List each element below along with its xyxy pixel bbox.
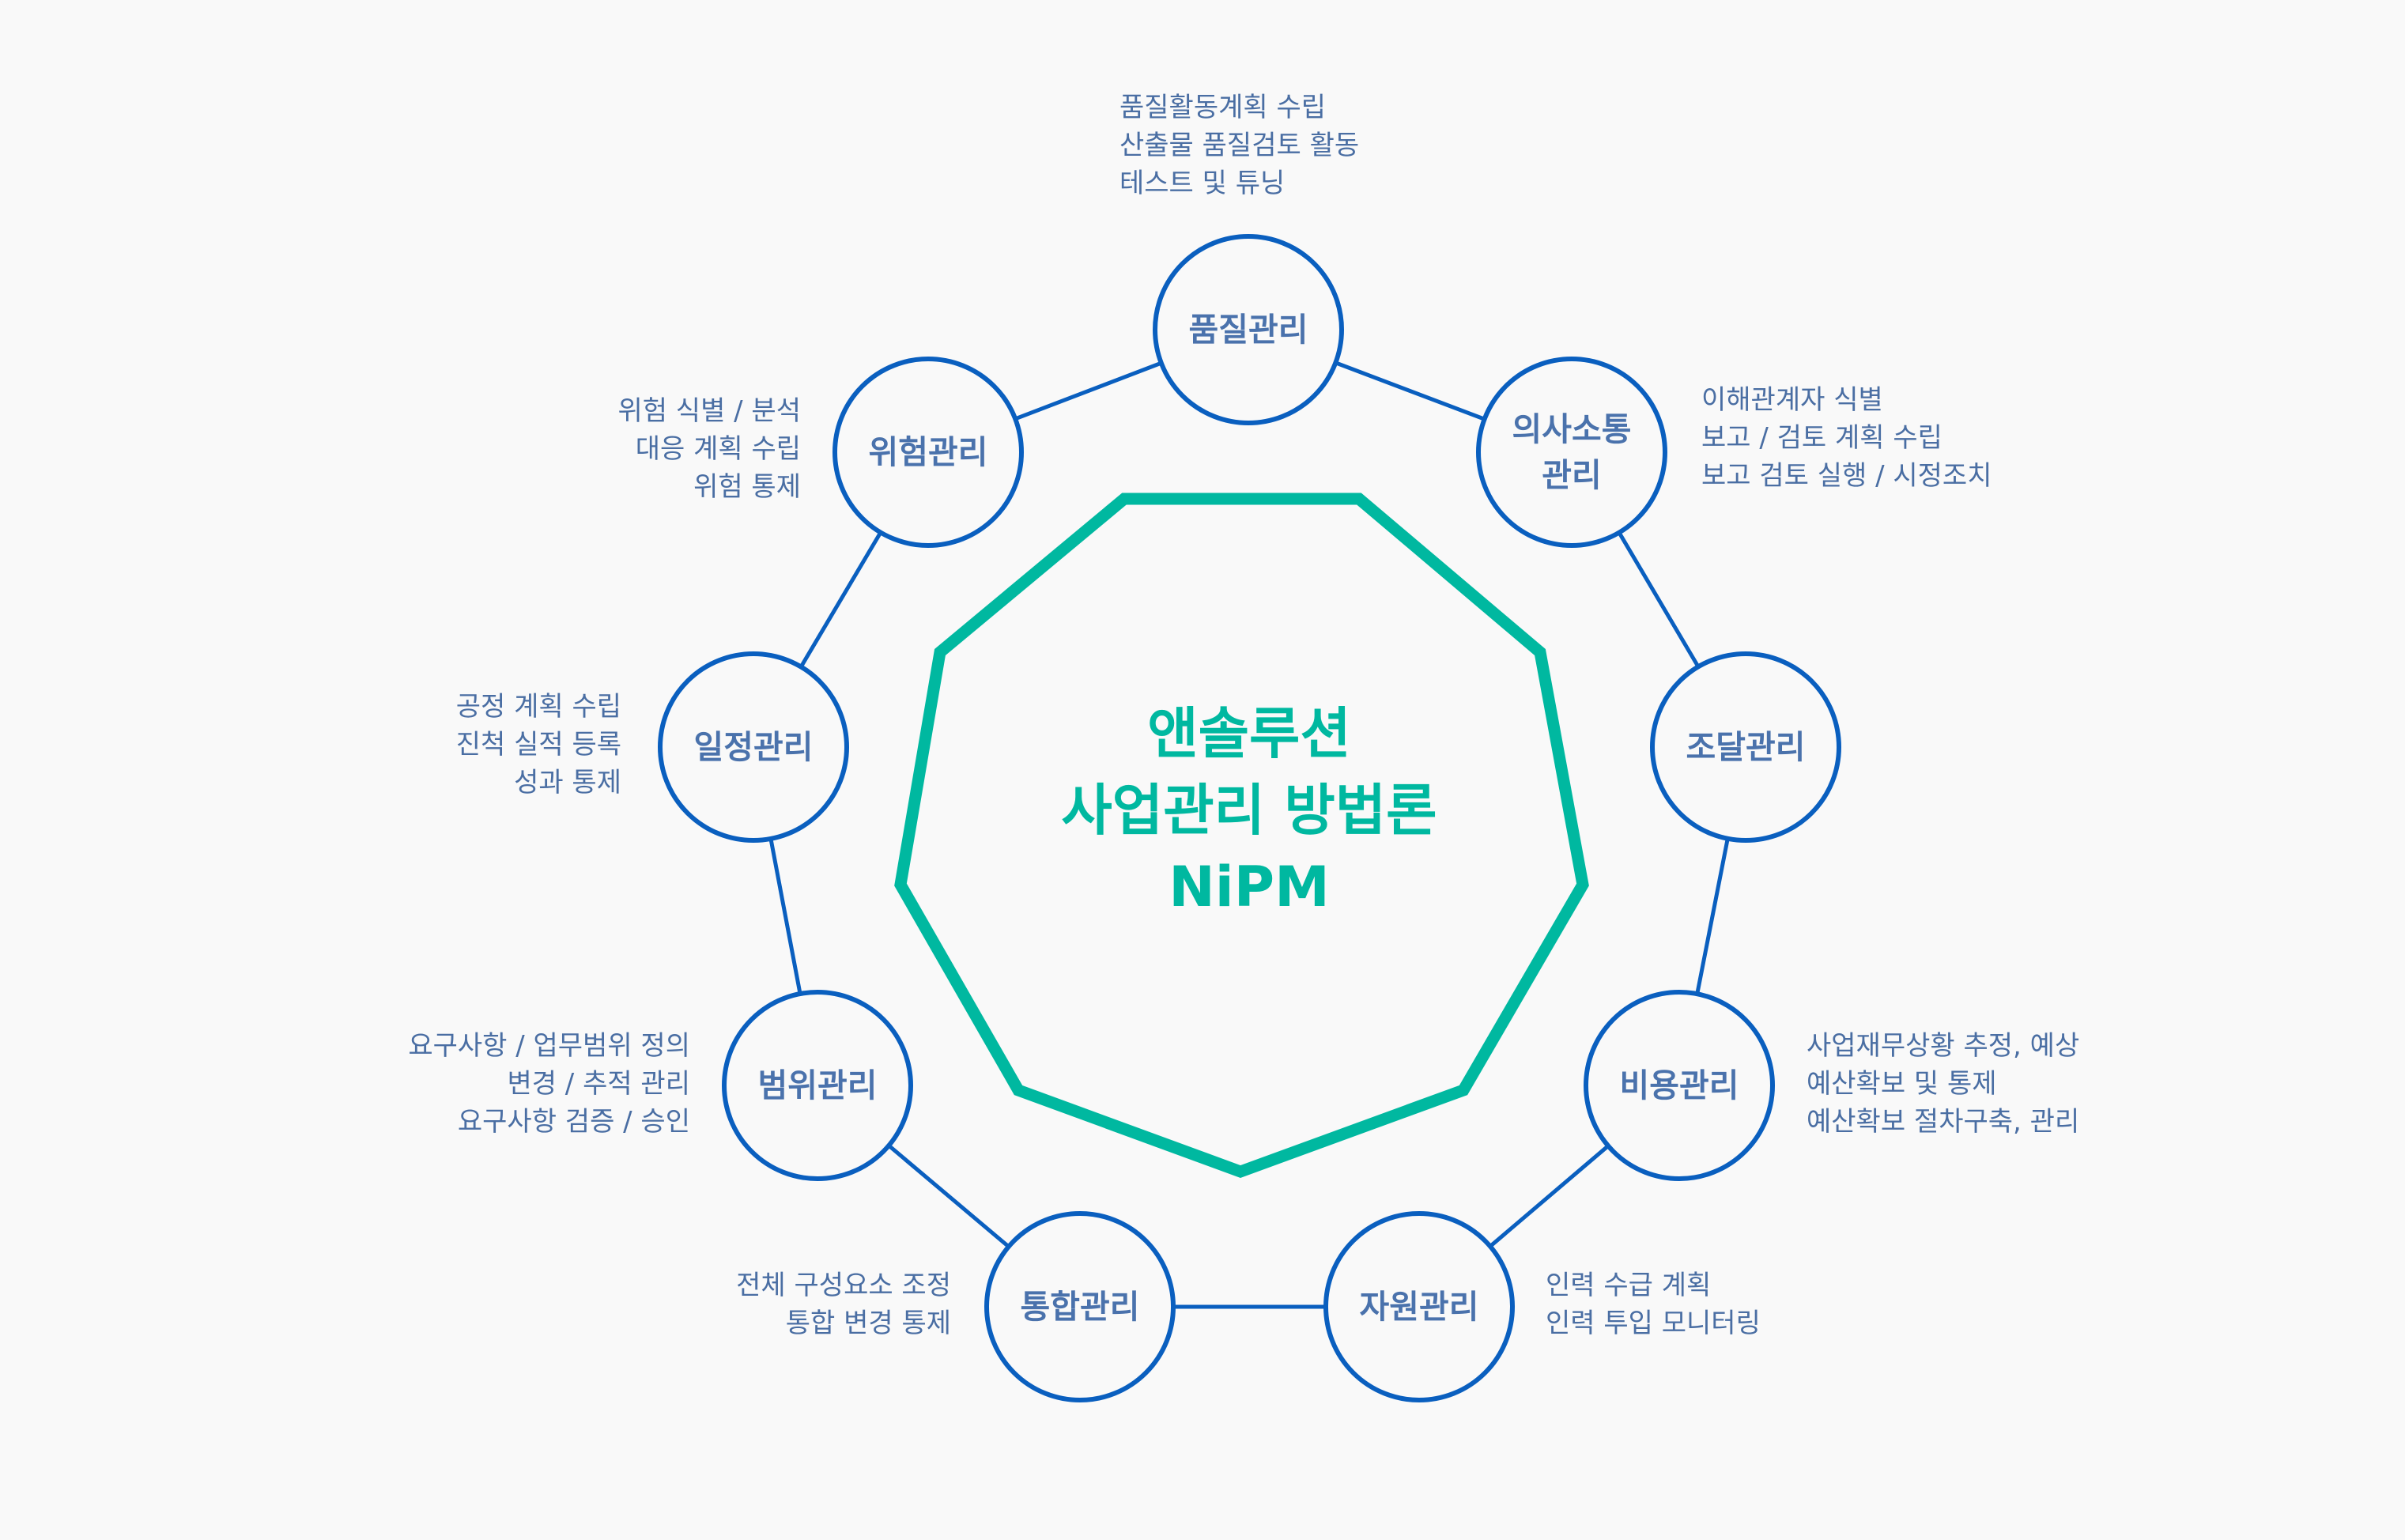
- node-label-integration: 통합관리: [1020, 1288, 1140, 1326]
- node-label-risk: 위험관리: [868, 433, 988, 471]
- description-line: 인력 수급 계획: [1546, 1270, 1712, 1301]
- node-label-scope: 범위관리: [757, 1066, 878, 1104]
- node-label-cost: 비용관리: [1619, 1066, 1739, 1104]
- description-line: 예산확보 및 통제: [1807, 1068, 1997, 1100]
- node-circle-schedule: [658, 651, 849, 843]
- node-circle-quality: [1153, 234, 1344, 425]
- node-circle-communication: [1476, 357, 1667, 548]
- description-line: 통합 변경 통제: [785, 1308, 951, 1339]
- center-title: 앤솔루션 사업관리 방법론 NiPM: [925, 696, 1573, 926]
- description-line: 진척 실적 등록: [455, 729, 621, 761]
- description-line: 산출물 품질검토 활동: [1119, 130, 1360, 161]
- description-line: 품질활동계획 수립: [1119, 92, 1327, 123]
- description-line: 변경 / 추적 관리: [507, 1068, 690, 1100]
- node-circle-integration: [984, 1211, 1176, 1402]
- description-line: 테스트 및 튜닝: [1119, 168, 1286, 199]
- description-line: 인력 투입 모니터링: [1546, 1308, 1761, 1339]
- node-circle-cost: [1584, 990, 1775, 1181]
- node-label-resource: 자원관리: [1359, 1288, 1479, 1326]
- node-label-schedule: 일정관리: [693, 728, 814, 766]
- node-label-procurement: 조달관리: [1686, 728, 1806, 766]
- description-line: 사업재무상황 추정, 예상: [1807, 1030, 2080, 1062]
- description-line: 공정 계획 수립: [455, 691, 621, 723]
- center-nonagon: [894, 493, 1589, 1178]
- node-circle-risk: [832, 357, 1024, 548]
- description-line: 성과 통제: [514, 767, 621, 798]
- center-title-line: 사업관리 방법론: [1061, 778, 1437, 843]
- description-line: 전체 구성요소 조정: [736, 1270, 951, 1301]
- description-line: 위험 식별 / 분석: [617, 395, 801, 427]
- description-line: 위험 통제: [693, 471, 801, 503]
- description-line: 보고 / 검토 계획 수립: [1701, 422, 1942, 454]
- node-label-communication: 의사소통 관리: [1512, 410, 1632, 494]
- node-circle-procurement: [1650, 651, 1841, 843]
- description-line: 대응 계획 수립: [635, 433, 801, 465]
- description-line: 요구사항 / 업무범위 정의: [408, 1030, 690, 1062]
- description-line: 예산확보 절차구축, 관리: [1807, 1106, 2080, 1138]
- description-line: 이해관계자 식별: [1701, 384, 1883, 416]
- connector-ring: [751, 327, 1748, 1309]
- description-line: 요구사항 검증 / 승인: [457, 1106, 690, 1138]
- node-circle-scope: [722, 990, 913, 1181]
- center-title-line: 앤솔루션: [1147, 701, 1351, 766]
- node-circle-resource: [1323, 1211, 1515, 1402]
- center-title-acronym: NiPM: [1169, 855, 1330, 919]
- node-label-quality: 품질관리: [1188, 311, 1308, 349]
- description-line: 보고 검토 실행 / 시정조치: [1701, 460, 1992, 492]
